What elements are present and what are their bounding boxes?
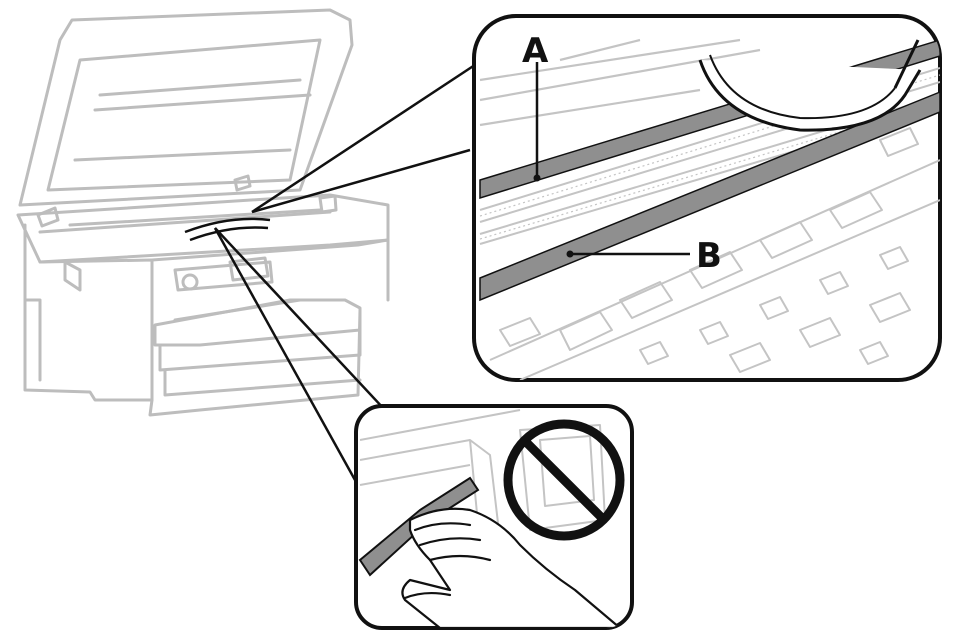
callout-connectors	[213, 53, 491, 481]
printer-inner-film	[184, 217, 271, 242]
do-not-touch-panel	[354, 404, 634, 630]
hand-icon	[401, 507, 622, 628]
no-symbol-icon	[503, 419, 625, 541]
callout-label-b: B	[696, 236, 722, 276]
film-strip-b	[479, 90, 940, 302]
printer-illustration	[16, 8, 390, 417]
callout-label-a: A	[522, 31, 549, 71]
detail-panel-film: A B	[472, 14, 942, 382]
